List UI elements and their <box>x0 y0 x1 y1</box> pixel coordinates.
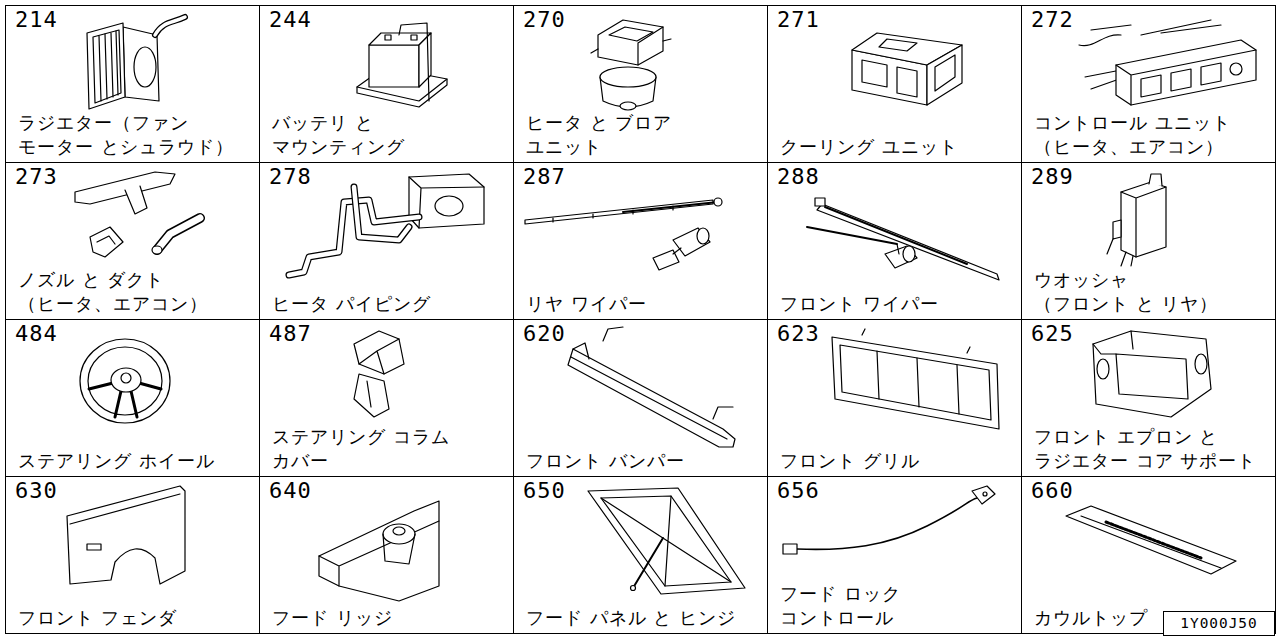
hood-panel-figure <box>588 488 745 594</box>
part-label: フード リッジ <box>272 606 393 630</box>
part-label: フロント エプロン と ラジエター コア サポート <box>1034 425 1256 473</box>
catalog-cell: 630 フロント フェンダ <box>5 476 260 634</box>
heater-blower-figure <box>591 20 671 110</box>
callout-number: 287 <box>523 164 566 190</box>
callout-number: 214 <box>15 7 58 33</box>
part-label: フード パネル と ヒンジ <box>526 606 736 630</box>
callout-number: 244 <box>269 7 312 33</box>
part-label: クーリング ユニット <box>780 135 958 159</box>
figure-code-box: 1Y000J50 <box>1163 611 1275 636</box>
callout-number: 487 <box>269 321 312 347</box>
part-label: バッテリ と マウンティング <box>272 111 405 159</box>
part-label: リヤ ワイパー <box>526 292 647 316</box>
part-label: フロント グリル <box>780 449 920 473</box>
cooling-unit-figure <box>852 33 962 105</box>
catalog-cell: 271 クーリング ユニット <box>767 5 1022 163</box>
catalog-cell: 288 フロント ワイパー <box>767 162 1022 320</box>
part-label: フロント フェンダ <box>18 606 177 630</box>
battery-figure <box>357 23 447 107</box>
callout-number: 620 <box>523 321 566 347</box>
part-label: ステアリング ホイール <box>18 449 215 473</box>
part-label: コントロール ユニット （ヒータ、エアコン） <box>1034 111 1231 159</box>
front-grille-figure <box>832 329 999 429</box>
catalog-cell: 487 ステアリング コラム カバー <box>259 319 514 477</box>
catalog-cell: 650 フード パネル と ヒンジ <box>513 476 768 634</box>
callout-number: 270 <box>523 7 566 33</box>
callout-number: 272 <box>1031 7 1074 33</box>
cowl-top-figure <box>1066 506 1236 574</box>
catalog-cell: 270 ヒータ と ブロア ユニット <box>513 5 768 163</box>
front-fender-figure <box>67 486 185 584</box>
part-label: ウオッシャ （フロント と リヤ） <box>1034 268 1218 316</box>
catalog-cell: 656 フード ロック コントロール <box>767 476 1022 634</box>
part-label: ラジエター（ファン モーター とシュラウド） <box>18 111 234 159</box>
catalog-cell: 278 ヒータ パイピング <box>259 162 514 320</box>
column-cover-figure <box>354 331 404 417</box>
catalog-cell: 244 バッテリ と マウンティング <box>259 5 514 163</box>
callout-number: 484 <box>15 321 58 347</box>
callout-number: 289 <box>1031 164 1074 190</box>
callout-number: 623 <box>777 321 820 347</box>
rear-wiper-figure <box>525 198 722 270</box>
catalog-cell: 625 フロント エプロン と ラジエター コア サポート <box>1021 319 1276 477</box>
callout-number: 656 <box>777 478 820 504</box>
part-label: カウルトップ <box>1034 606 1148 630</box>
steering-wheel-figure <box>80 339 170 423</box>
callout-number: 273 <box>15 164 58 190</box>
part-label: フロント ワイパー <box>780 292 939 316</box>
callout-number: 271 <box>777 7 820 33</box>
catalog-cell: 289 ウオッシャ （フロント と リヤ） <box>1021 162 1276 320</box>
figure-code: 1Y000J50 <box>1164 612 1274 635</box>
catalog-cell: 287 リヤ ワイパー <box>513 162 768 320</box>
front-bumper-figure <box>568 327 735 447</box>
callout-number: 630 <box>15 478 58 504</box>
heater-piping-figure <box>289 174 484 275</box>
catalog-cell: 484 ステアリング ホイール <box>5 319 260 477</box>
part-label: ヒータ パイピング <box>272 292 431 316</box>
catalog-cell: 623 フロント グリル <box>767 319 1022 477</box>
front-wiper-figure <box>807 198 999 280</box>
catalog-cell: 272 コントロール ユニット （ヒータ、エアコン） <box>1021 5 1276 163</box>
nozzle-duct-figure <box>75 172 200 257</box>
part-label: ステアリング コラム カバー <box>272 425 450 473</box>
part-label: ヒータ と ブロア ユニット <box>526 111 672 159</box>
callout-number: 640 <box>269 478 312 504</box>
callout-number: 650 <box>523 478 566 504</box>
catalog-cell: 214 ラジエター（ファン モーター とシュラウド） <box>5 5 260 163</box>
catalog-cell: 273 ノズル と ダクト （ヒータ、エアコン） <box>5 162 260 320</box>
callout-number: 660 <box>1031 478 1074 504</box>
control-unit-figure <box>1079 20 1256 105</box>
radiator-figure <box>87 17 185 109</box>
front-apron-figure <box>1093 331 1211 417</box>
catalog-cell: 620 フロント バンパー <box>513 319 768 477</box>
part-label: フロント バンパー <box>526 449 685 473</box>
hood-ledge-figure <box>319 501 439 601</box>
part-label: ノズル と ダクト （ヒータ、エアコン） <box>18 268 208 316</box>
callout-number: 288 <box>777 164 820 190</box>
callout-number: 278 <box>269 164 312 190</box>
part-label: フード ロック コントロール <box>780 582 901 630</box>
callout-number: 625 <box>1031 321 1074 347</box>
catalog-cell: 640 フード リッジ <box>259 476 514 634</box>
washer-figure <box>1107 174 1166 266</box>
